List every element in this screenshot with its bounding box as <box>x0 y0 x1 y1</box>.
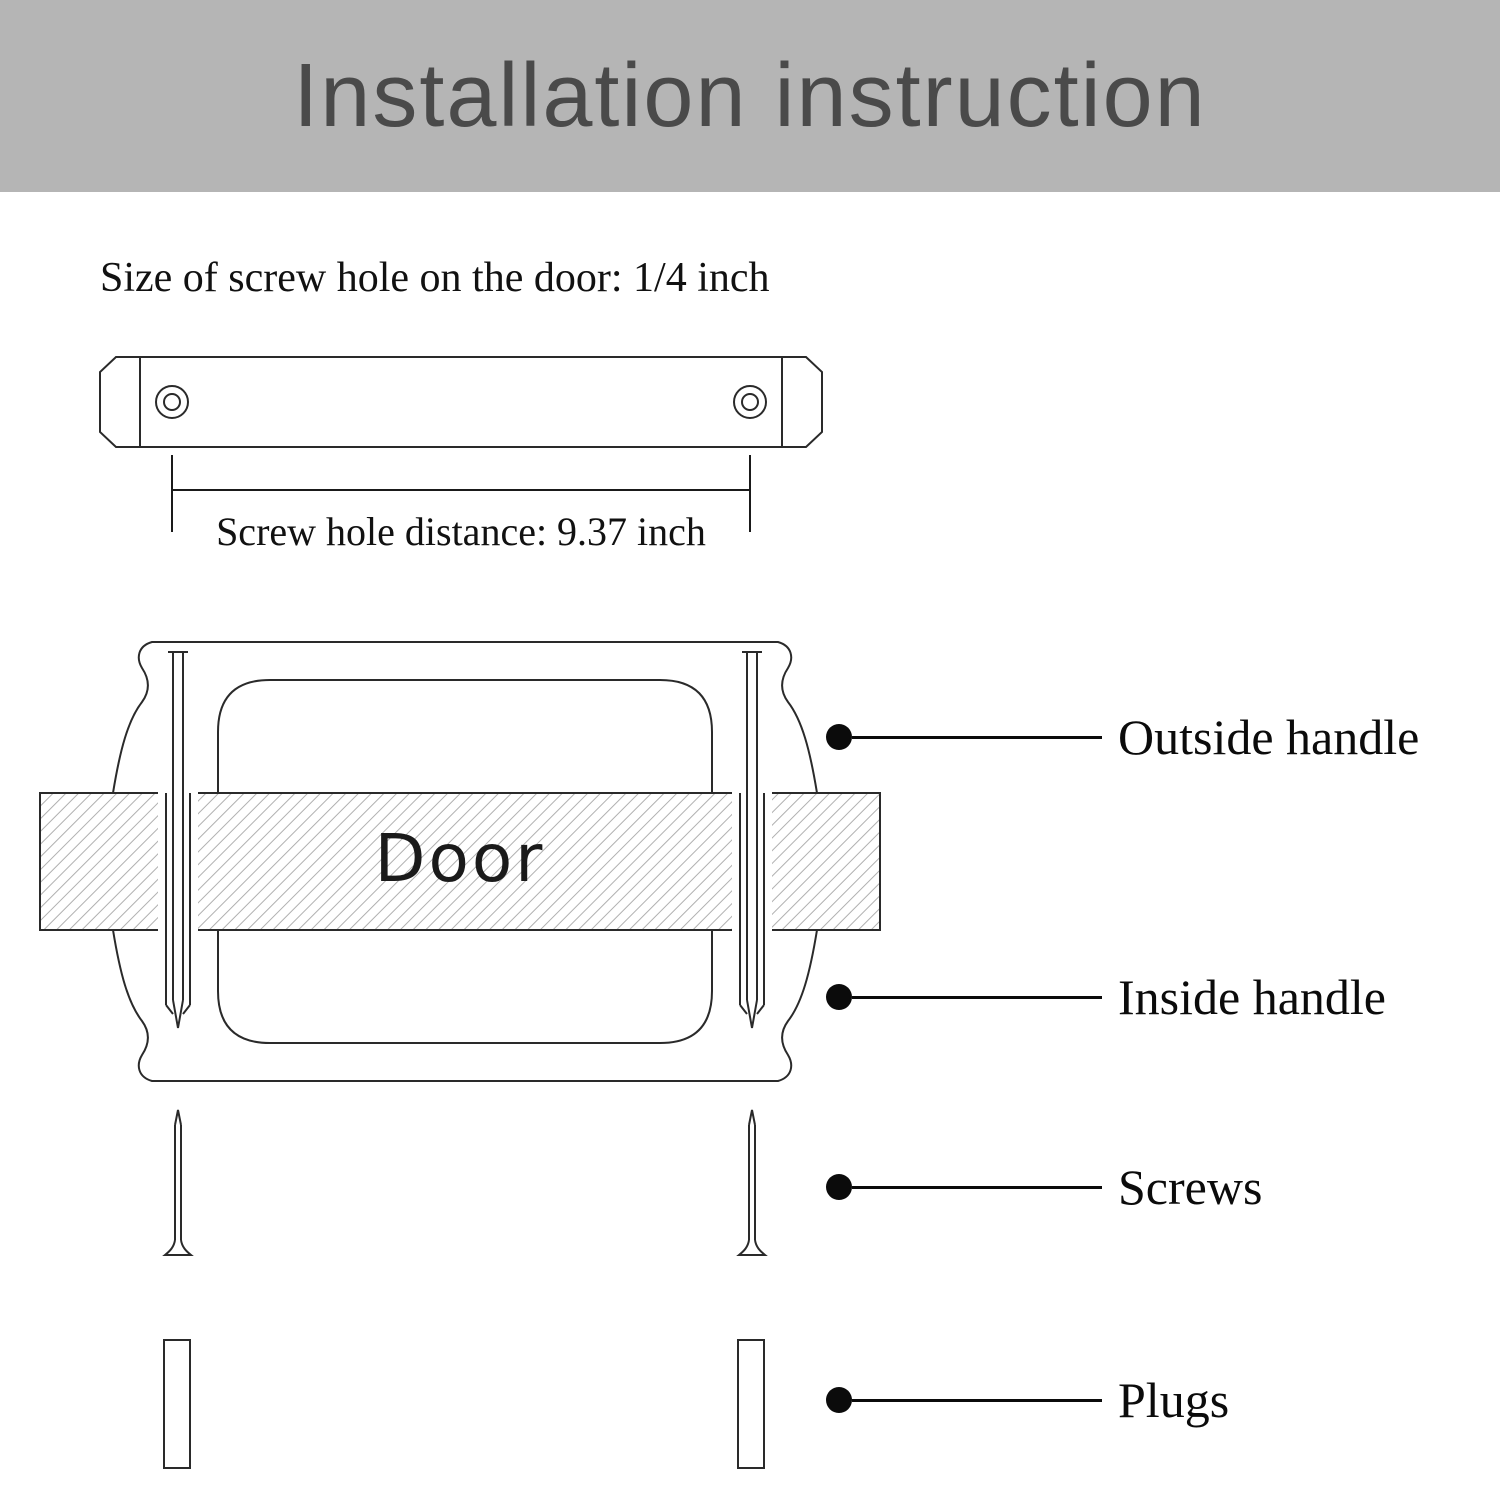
part-label-row-screws: Screws <box>826 1157 1262 1217</box>
part-label-plugs: Plugs <box>1118 1372 1230 1428</box>
through-screws-drawing <box>165 651 765 1029</box>
dimension-lines <box>171 455 751 532</box>
screw-distance-label: Screw hole distance: 9.37 inch <box>216 509 706 554</box>
plugs-drawing <box>163 1339 765 1469</box>
part-label-row-outside-handle: Outside handle <box>826 707 1419 767</box>
inside-handle-drawing <box>112 929 818 1082</box>
leader-line <box>852 995 1102 999</box>
leader-line <box>852 1185 1102 1189</box>
leader-dot <box>826 1174 852 1200</box>
leader-line <box>852 1398 1102 1402</box>
part-label-screws: Screws <box>1118 1159 1263 1215</box>
part-label-row-plugs: Plugs <box>826 1370 1229 1430</box>
part-label-inside-handle: Inside handle <box>1118 969 1386 1025</box>
leader-line <box>852 735 1102 739</box>
leader-dot <box>826 1387 852 1413</box>
handle-top-view-drawing <box>99 356 823 448</box>
screws-drawing <box>162 1109 768 1256</box>
leader-dot <box>826 984 852 1010</box>
leader-dot <box>826 724 852 750</box>
title-banner: Installation instruction <box>0 0 1500 192</box>
door-label: Door <box>374 820 546 897</box>
part-label-row-inside-handle: Inside handle <box>826 967 1386 1027</box>
part-label-outside-handle: Outside handle <box>1118 709 1420 765</box>
page-title: Installation instruction <box>293 45 1207 146</box>
outside-handle-drawing <box>112 641 818 794</box>
screw-hole-note: Size of screw hole on the door: 1/4 inch <box>100 255 770 301</box>
